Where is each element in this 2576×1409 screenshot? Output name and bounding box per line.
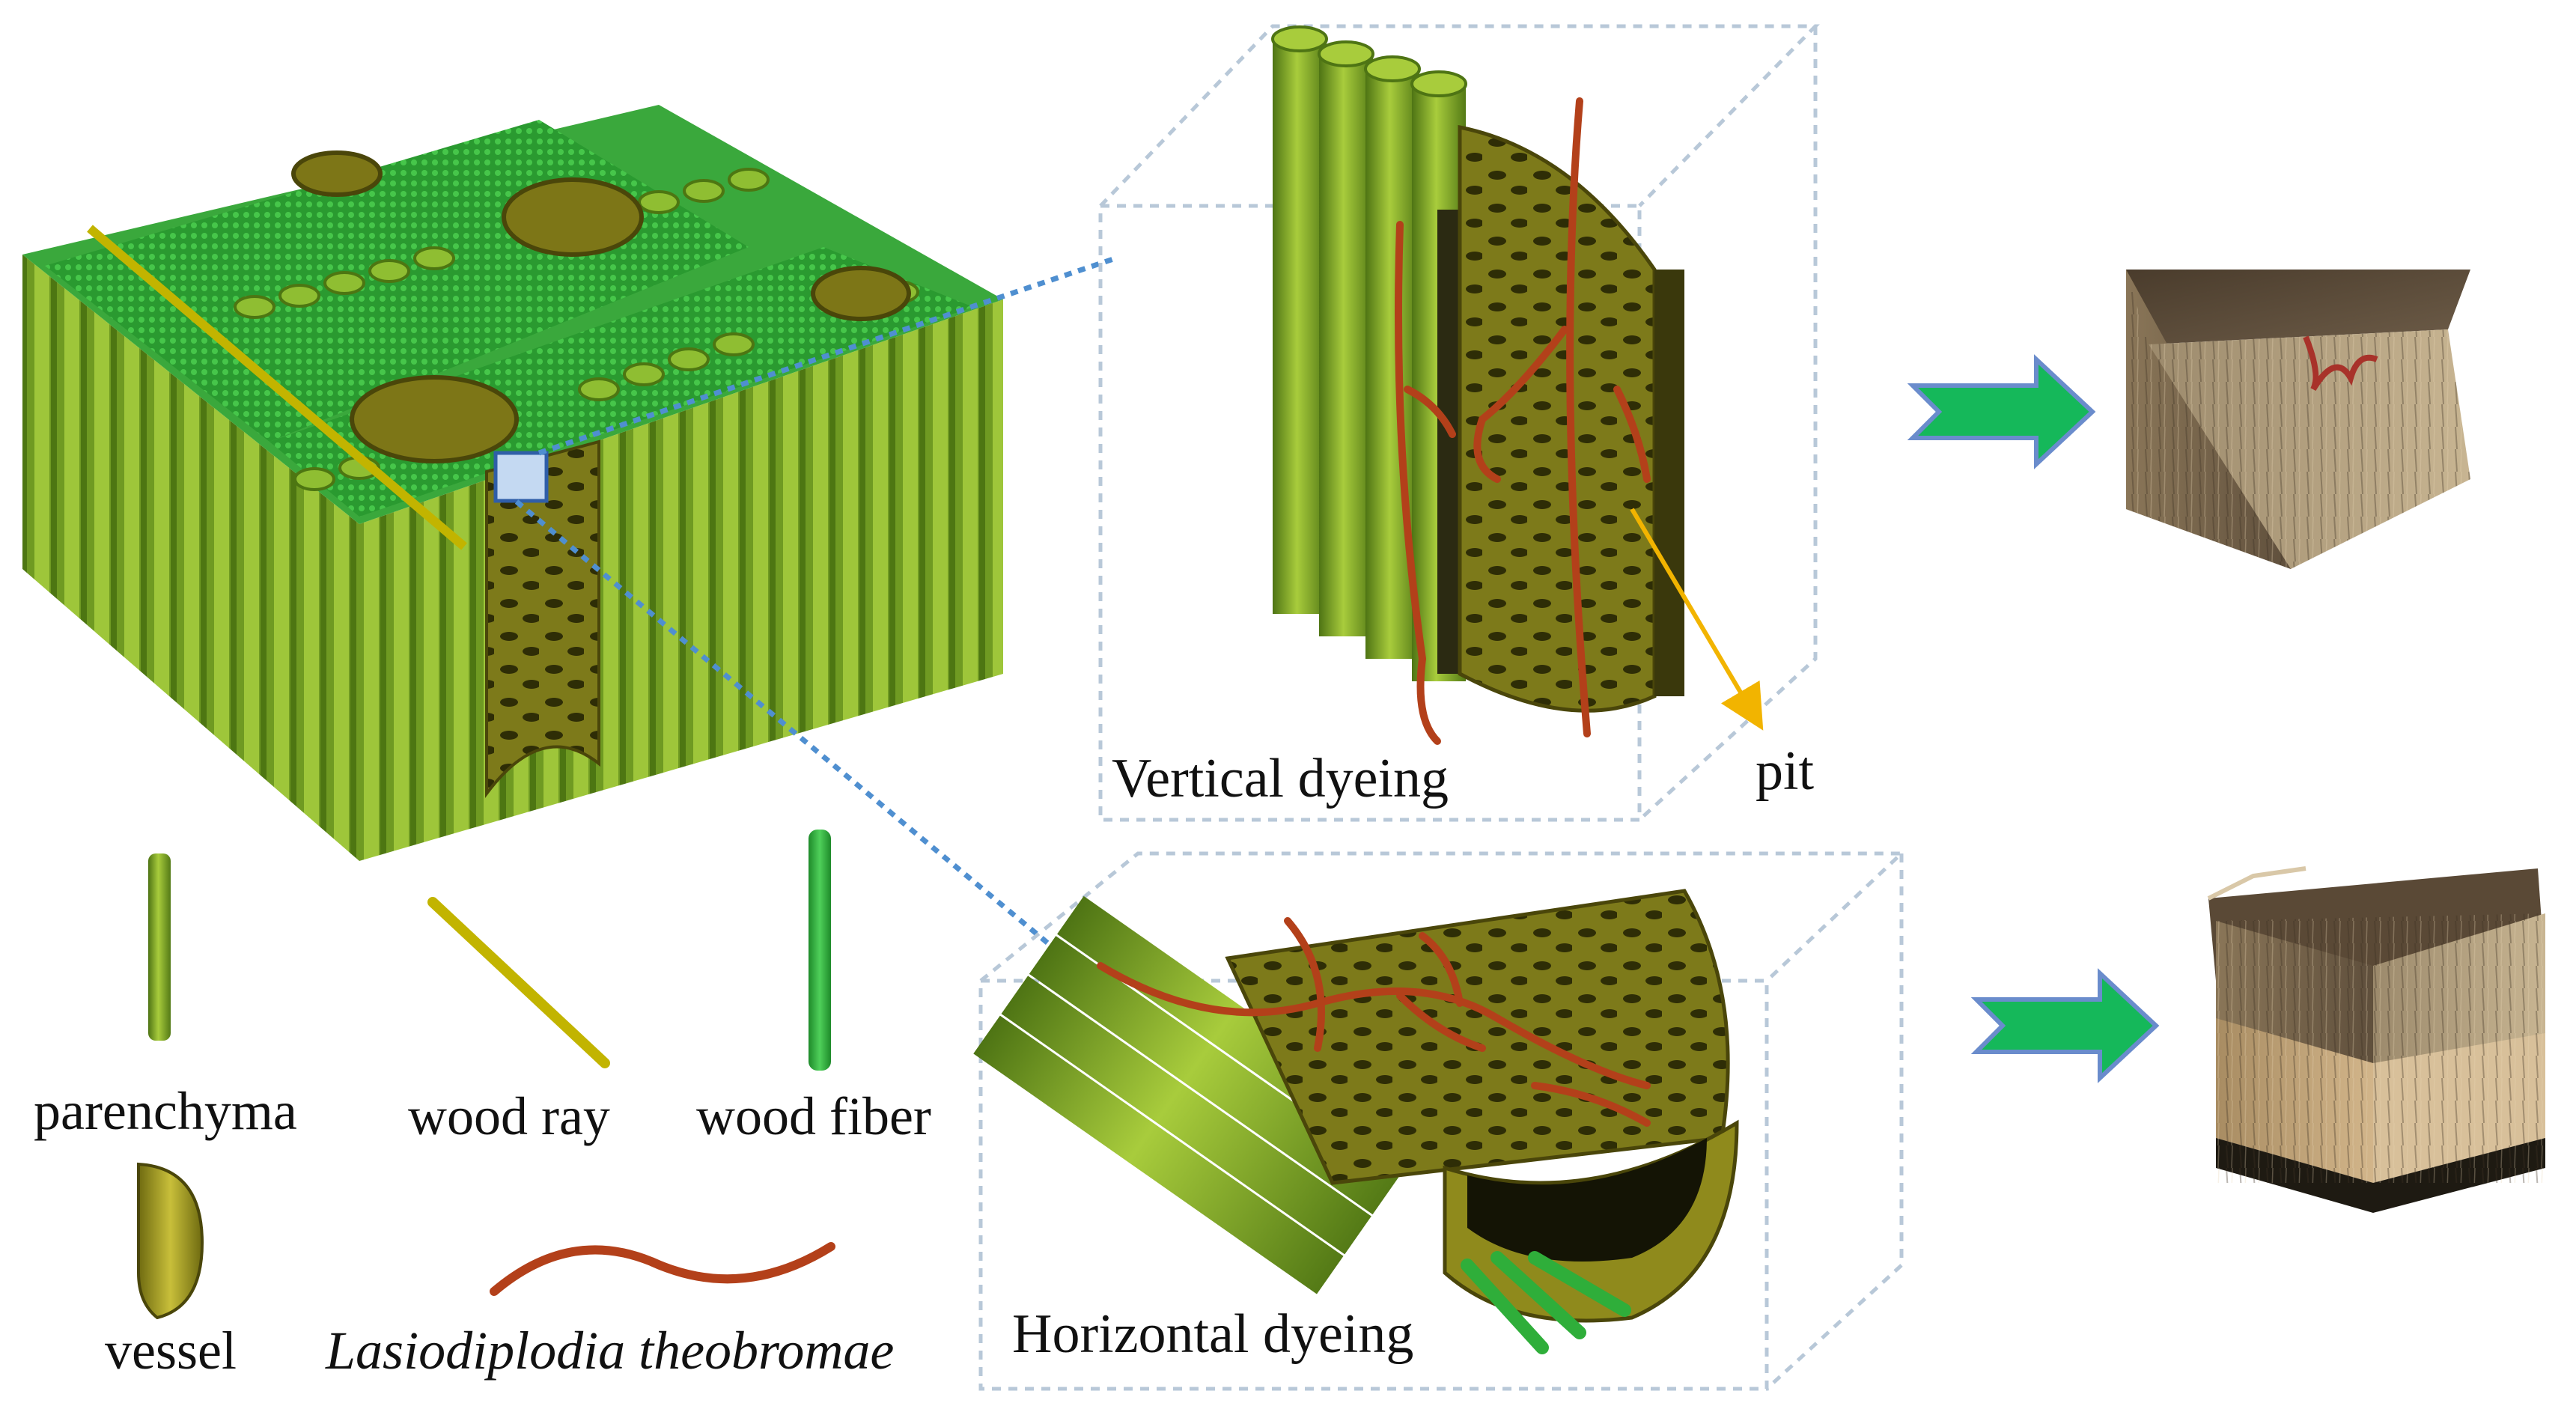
- legend-label-wood-fiber: wood fiber: [696, 1086, 931, 1146]
- legend-label-wood-ray: wood ray: [408, 1086, 610, 1146]
- vertical-dyeing-label: Vertical dyeing: [1112, 748, 1449, 809]
- vertical-vessel-wall: [1458, 124, 1657, 713]
- vessel-icon: [137, 1162, 204, 1320]
- vertical-dyed-sample-photo: [2126, 270, 2470, 569]
- zoom-connector-upper: [538, 255, 1117, 456]
- pit-label: pit: [1756, 740, 1815, 802]
- vertical-hyphae: [1395, 97, 1651, 745]
- vessel-openings: [291, 150, 911, 463]
- result-arrow-vertical: [1907, 354, 2096, 469]
- wood-block-left-face: [22, 255, 359, 861]
- horizontal-dyed-sample-photo: [2207, 866, 2545, 1213]
- wood-fiber-icon: [809, 830, 831, 1071]
- vertical-vessel-edge: [1654, 270, 1684, 696]
- fungus-hypha-icon: [490, 1242, 835, 1296]
- wood-ray-rod: [87, 225, 467, 550]
- legend-label-fungus: Lasiodiplodia theobromae: [326, 1321, 895, 1381]
- result-arrow-horizontal: [1970, 968, 2160, 1083]
- vertical-dyeing-panel: [1098, 24, 1820, 822]
- legend-label-parenchyma: parenchyma: [34, 1081, 297, 1141]
- horizontal-dyeing-label: Horizontal dyeing: [1012, 1303, 1414, 1365]
- horizontal-hyphae: [1097, 917, 1651, 1127]
- legend-icons: [137, 830, 835, 1320]
- zoom-cube-marker: [493, 451, 549, 503]
- vertical-parenchyma-tubes: [1271, 25, 1467, 681]
- horizontal-wood-fibers: [1461, 1251, 1631, 1354]
- cut-vessel: [485, 439, 600, 798]
- horizontal-vessel-wall: [1225, 889, 1730, 1185]
- parenchyma-rows: [234, 168, 919, 491]
- pit-pointer-arrow: [1630, 508, 1764, 731]
- horizontal-vessel-shadow: [1467, 1138, 1707, 1262]
- legend-label-vessel: vessel: [105, 1321, 237, 1381]
- horizontal-dyeing-panel: [973, 851, 1907, 1391]
- wood-ray-icon: [427, 897, 610, 1068]
- wood-block-3d-model: [22, 105, 1003, 861]
- zoom-connector-lower: [514, 499, 1050, 946]
- red-dye-mark: [2303, 335, 2378, 392]
- parenchyma-icon: [148, 853, 171, 1041]
